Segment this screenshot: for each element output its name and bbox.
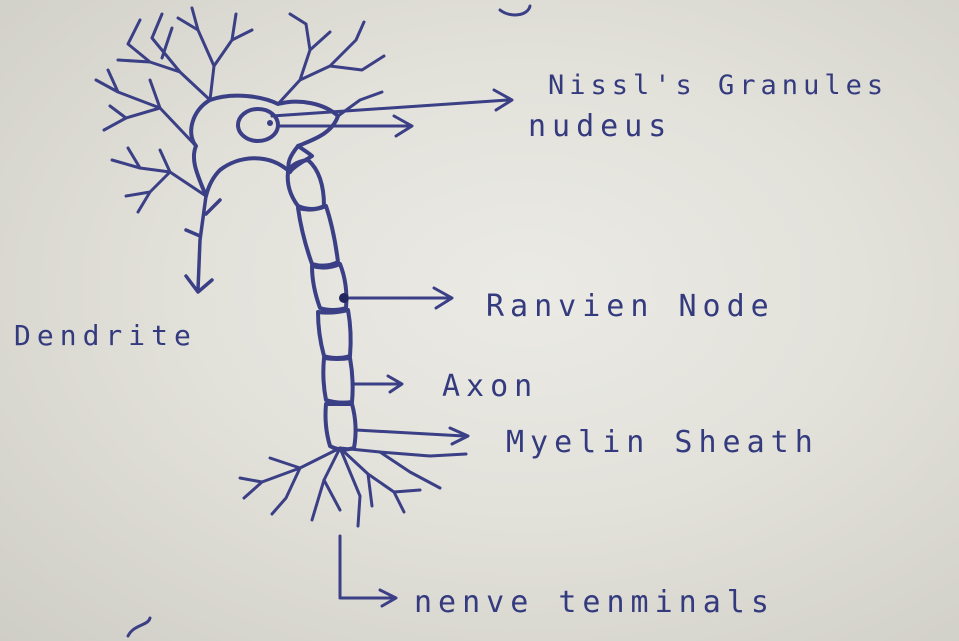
arrow-terminal (340, 536, 396, 606)
label-axon: Axon (442, 372, 538, 402)
dendrite-branch (178, 8, 252, 100)
dendrite-pointer-line (186, 196, 220, 292)
myelin-segment (288, 160, 324, 209)
myelin-segment (318, 310, 351, 358)
arrow-nucleus (278, 116, 412, 136)
myelin-segment (323, 358, 352, 403)
myelin-segment (298, 206, 338, 266)
arrow-axon (352, 376, 402, 392)
stray-mark (128, 618, 150, 636)
nissl-granule-dot (267, 120, 273, 126)
dendrite-branch (112, 148, 206, 212)
ranvier-node-dot (339, 293, 349, 303)
myelin-segment (326, 404, 356, 450)
arrow-ranvier (350, 288, 452, 308)
myelin-segment (312, 264, 346, 310)
label-myelin-sheath: Myelin Sheath (506, 428, 819, 458)
label-nissl-granules: Nissl's Granules (548, 72, 888, 99)
label-ranvier-node: Ranvien Node (486, 292, 775, 322)
label-nucleus: nudeus (528, 112, 672, 142)
label-nerve-terminals: nenve tenminals (414, 588, 775, 618)
dendrite-branch (96, 70, 196, 146)
label-dendrite: Dendrite (14, 322, 197, 350)
axon-terminal-branches (240, 448, 466, 526)
stray-mark (500, 6, 530, 15)
arrow-myelin (356, 428, 468, 444)
